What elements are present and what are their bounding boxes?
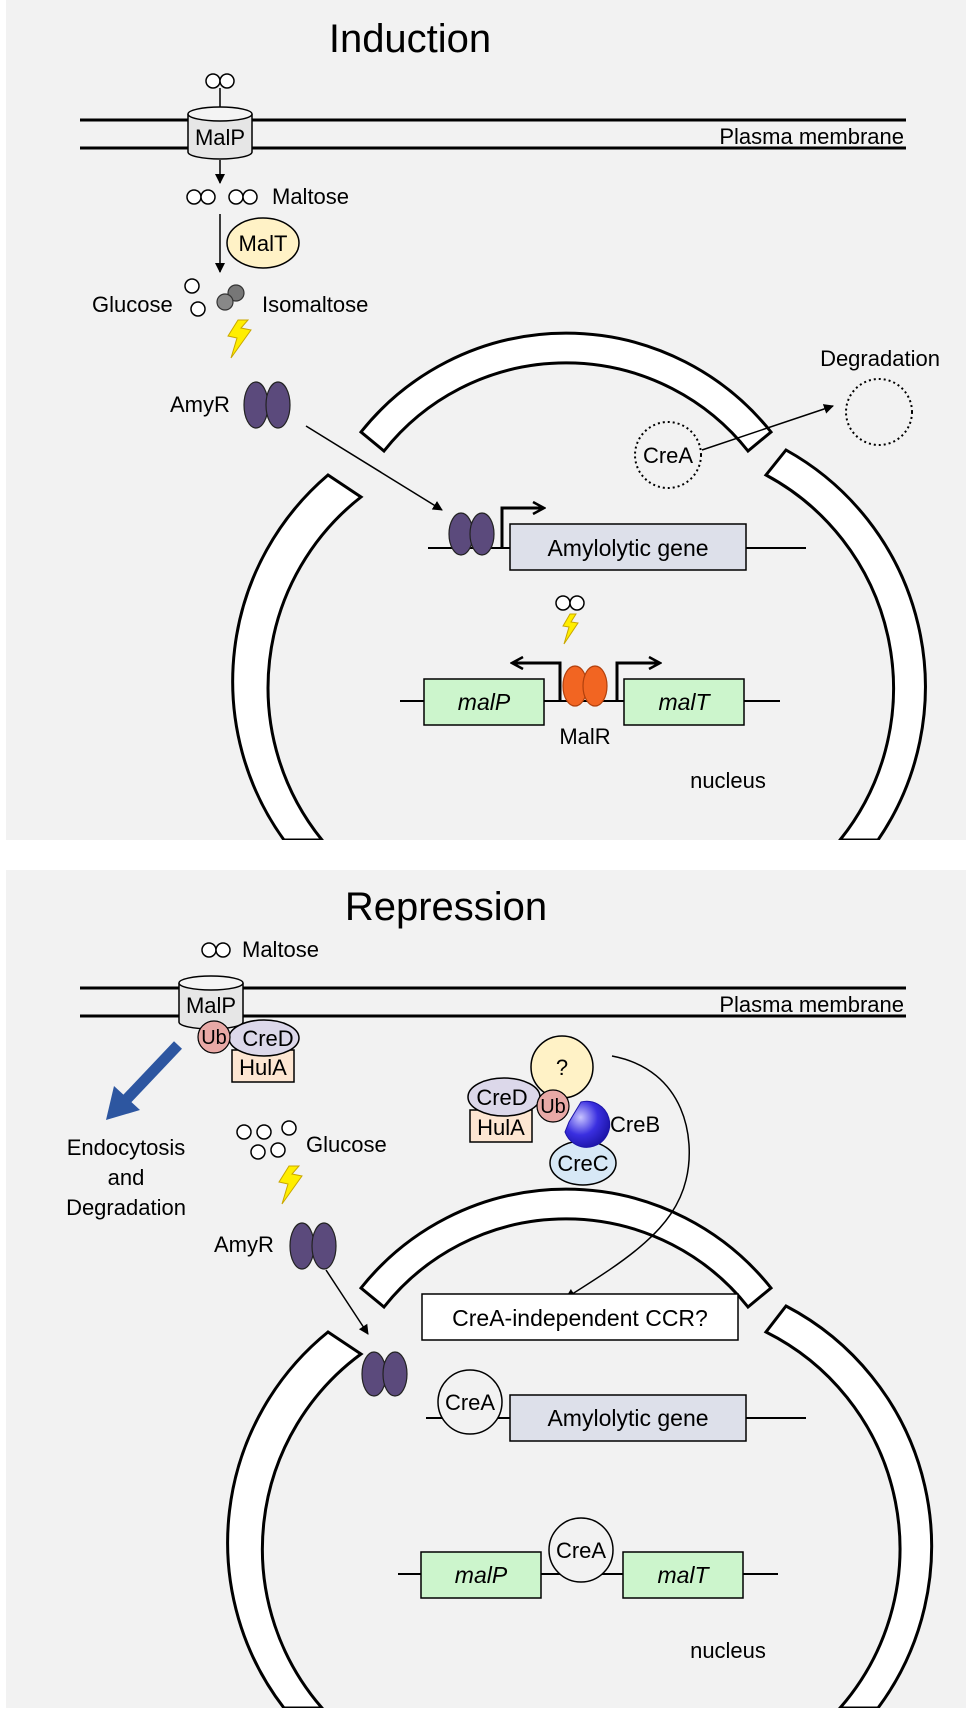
malp-transporter: MalP xyxy=(187,106,253,160)
crec-label: CreC xyxy=(557,1151,608,1176)
unknown-label: ? xyxy=(556,1055,568,1080)
nucleus-label: nucleus xyxy=(690,768,766,793)
amyr-dimer xyxy=(243,381,291,429)
nucleus-envelope xyxy=(231,331,927,840)
amyr-dimer xyxy=(289,1222,337,1270)
maltose-outside-icon xyxy=(201,942,231,958)
crea-bound-mal xyxy=(548,1517,614,1583)
crea-label: CreA xyxy=(643,443,693,468)
repression-title: Repression xyxy=(345,885,547,929)
endocytosis-arrow-icon xyxy=(106,1041,182,1120)
repression-panel: Repression Maltose Plasma membrane MalP … xyxy=(6,870,966,1708)
crea-bound-amylolytic xyxy=(437,1369,503,1435)
malp-gene-box xyxy=(423,678,545,726)
endocytosis-label-line2: and xyxy=(108,1165,145,1190)
malp-gene-label: malP xyxy=(458,689,511,715)
malt-enzyme-label: MalT xyxy=(239,231,288,256)
amyr-label: AmyR xyxy=(170,392,230,417)
amylolytic-gene-label: Amylolytic gene xyxy=(547,535,708,561)
endocytosis-label-line3: Degradation xyxy=(66,1195,186,1220)
crea-dotted xyxy=(634,421,702,489)
malp-transporter-label: MalP xyxy=(195,125,245,150)
creb-protein xyxy=(564,1100,611,1148)
amyr-bound-dimer xyxy=(448,512,495,556)
malr-dimer xyxy=(562,665,608,707)
induction-diagram: Induction Plasma membrane MalP Maltose M… xyxy=(80,17,940,840)
malp-gene-label: malP xyxy=(455,1562,508,1588)
ccr-signal-arrow xyxy=(565,1055,690,1299)
degradation-label: Degradation xyxy=(820,346,940,371)
ub-label-cytosol: Ub xyxy=(540,1096,566,1118)
maltose-label: Maltose xyxy=(242,937,319,962)
hula-label: HulA xyxy=(239,1055,287,1080)
glucose-label: Glucose xyxy=(92,292,173,317)
promoter-arrow-icon xyxy=(615,663,660,701)
isomaltose-icon xyxy=(216,284,245,311)
malt-enzyme xyxy=(226,217,300,269)
malp-transporter-label: MalP xyxy=(186,993,236,1018)
ccr-box xyxy=(421,1293,739,1341)
cred-label: CreD xyxy=(242,1026,293,1051)
glucose-icon xyxy=(236,1120,297,1160)
creb-label: CreB xyxy=(610,1112,660,1137)
crea-label-mal: CreA xyxy=(556,1538,606,1563)
nucleus-label: nucleus xyxy=(690,1638,766,1663)
malp-gene-box xyxy=(420,1551,542,1599)
glucose-icon xyxy=(184,278,206,317)
malt-gene-label: malT xyxy=(658,689,711,715)
induction-title: Induction xyxy=(329,17,491,61)
amylolytic-gene-box xyxy=(509,523,747,571)
promoter-arrow-icon xyxy=(512,663,562,701)
plasma-membrane-label: Plasma membrane xyxy=(719,124,904,149)
maltose-malr-icon xyxy=(555,595,585,611)
ub-circle-cytosol xyxy=(536,1089,570,1123)
malt-gene-label: malT xyxy=(657,1562,710,1588)
isomaltose-label: Isomaltose xyxy=(262,292,368,317)
degraded-crea xyxy=(845,378,913,446)
ccr-box-label: CreA-independent CCR? xyxy=(452,1305,708,1331)
amylolytic-gene-label: Amylolytic gene xyxy=(547,1405,708,1431)
maltose-inside-icon xyxy=(186,189,258,205)
amyr-dimer-nucleus xyxy=(361,1351,408,1397)
lightning-icon xyxy=(278,1165,303,1205)
lightning-icon xyxy=(227,319,252,359)
nucleus-envelope xyxy=(226,1187,934,1708)
ub-circle xyxy=(197,1020,231,1054)
endocytosis-label-line1: Endocytosis xyxy=(67,1135,186,1160)
maltose-outside-icon xyxy=(205,73,235,112)
glucose-label: Glucose xyxy=(306,1132,387,1157)
plasma-membrane-label: Plasma membrane xyxy=(719,992,904,1017)
hula-label-cytosol: HulA xyxy=(477,1115,525,1140)
malt-gene-box xyxy=(623,678,745,726)
cred-label-cytosol: CreD xyxy=(476,1085,527,1110)
malr-label: MalR xyxy=(559,724,610,749)
induction-panel: Induction Plasma membrane MalP Maltose M… xyxy=(6,0,966,840)
ub-label: Ub xyxy=(201,1027,227,1049)
amyr-translocation-arrow xyxy=(325,1269,369,1335)
promoter-arrow-icon xyxy=(500,508,544,548)
amylolytic-gene-box xyxy=(509,1394,747,1442)
degradation-arrow xyxy=(701,404,834,451)
repression-diagram: Repression Maltose Plasma membrane MalP … xyxy=(66,885,934,1708)
amyr-translocation-arrow xyxy=(305,425,443,511)
crea-label-amylolytic: CreA xyxy=(445,1390,495,1415)
amyr-label: AmyR xyxy=(214,1232,274,1257)
malt-gene-box xyxy=(622,1551,744,1599)
lightning-icon xyxy=(562,613,579,645)
maltose-label: Maltose xyxy=(272,184,349,209)
